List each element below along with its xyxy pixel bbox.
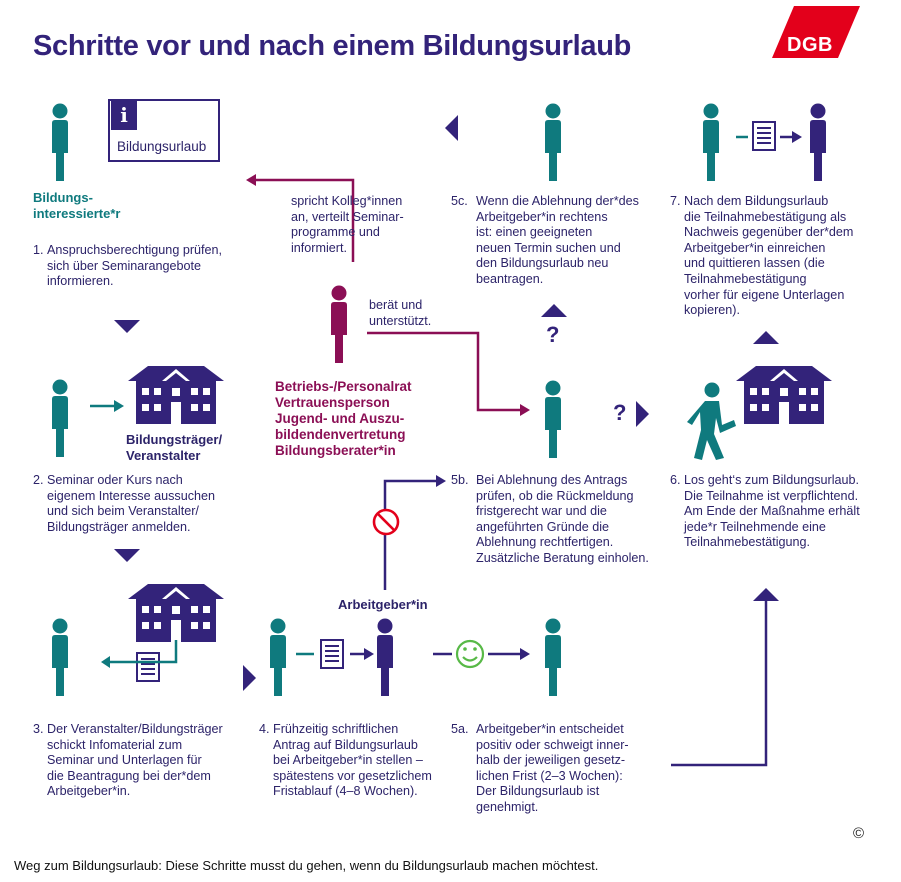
dgb-logo: [772, 6, 860, 58]
step-5b-text: Bei Ablehnung des Antrags prüfen, ob die…: [476, 473, 649, 565]
step-5b-number: 5b.: [451, 473, 469, 487]
school-icon-2: [128, 366, 224, 424]
person-icon-5b: [545, 380, 561, 458]
step-7-text: Nach dem Bildungsurlaub die Teilnahmebes…: [684, 194, 854, 318]
step-6-text: Los geht‘s zum Bildungsurlaub. Die Teiln…: [684, 473, 860, 550]
step-3-text: Der Veranstalter/Bildungsträger schickt …: [47, 722, 223, 799]
info-box: [108, 99, 220, 162]
person-icon-employer: [377, 618, 393, 696]
arrow-right-6: [636, 401, 649, 427]
logo-text: DGB: [787, 34, 833, 56]
step-6-number: 6.: [670, 473, 681, 487]
info-box-label: Bildungsurlaub: [117, 139, 207, 154]
person-icon-5a: [545, 618, 561, 696]
note-beraet: berät und unterstützt.: [369, 298, 432, 328]
step-5c-number: 5c.: [451, 194, 468, 208]
caption: Weg zum Bildungsurlaub: Diese Schritte m…: [14, 858, 599, 873]
step-5c-text: Wenn die Ablehnung der*des Arbeitgeber*i…: [476, 194, 639, 286]
step-1-text: Anspruchsberechtigung prüfen, sich über …: [47, 243, 223, 289]
prohibited-icon: [372, 508, 400, 536]
arrow-up-7: [753, 331, 779, 344]
arrow-left-5c: [445, 115, 458, 141]
label-arbeitgeber: Arbeitgeber*in: [338, 597, 428, 612]
arrow-down-2: [114, 549, 140, 562]
copyright: ©: [853, 825, 865, 842]
step-7-number: 7.: [670, 194, 681, 208]
smiley-icon: [455, 639, 485, 669]
note-kollegen: spricht Kolleg*innen an, verteilt Semina…: [291, 194, 404, 255]
label-interessierte: Bildungs- interessierte*r: [33, 190, 121, 221]
step-1-number: 1.: [33, 243, 44, 257]
person-icon-7a: [703, 103, 719, 181]
person-icon-betriebsrat: [331, 285, 347, 363]
walking-person-icon: [687, 382, 736, 460]
page-title: Schritte vor und nach einem Bildungsurla…: [33, 30, 632, 62]
step-5a-number: 5a.: [451, 722, 469, 736]
arrow-down-1: [114, 320, 140, 333]
document-icon-3: [136, 652, 160, 682]
step-4-text: Frühzeitig schriftlichen Antrag auf Bild…: [273, 722, 432, 799]
question-mark-6: ?: [613, 400, 627, 425]
label-betriebsrat: Betriebs-/Personalrat Vertrauensperson J…: [275, 379, 412, 458]
person-icon-5c: [545, 103, 561, 181]
step-3-number: 3.: [33, 722, 44, 736]
question-mark-5c: ?: [546, 322, 560, 347]
person-icon-7b: [810, 103, 826, 181]
step-4-number: 4.: [259, 722, 270, 736]
document-icon-4: [320, 639, 344, 669]
step-5a-text: Arbeitgeber*in entscheidet positiv oder …: [476, 722, 629, 814]
step-2-number: 2.: [33, 473, 44, 487]
arrow-up-5c: [541, 304, 567, 317]
info-icon: i: [111, 101, 137, 130]
document-icon-7: [752, 121, 776, 151]
school-icon-3: [128, 584, 224, 642]
person-icon-1: [52, 103, 68, 181]
label-traeger: Bildungsträger/ Veranstalter: [126, 432, 223, 463]
person-icon-2: [52, 379, 68, 457]
arrow-right-4: [243, 665, 256, 691]
step-2-text: Seminar oder Kurs nach eigenem Interesse…: [47, 473, 216, 534]
school-icon-6: [736, 366, 832, 424]
person-icon-3: [52, 618, 68, 696]
person-icon-applicant: [270, 618, 286, 696]
